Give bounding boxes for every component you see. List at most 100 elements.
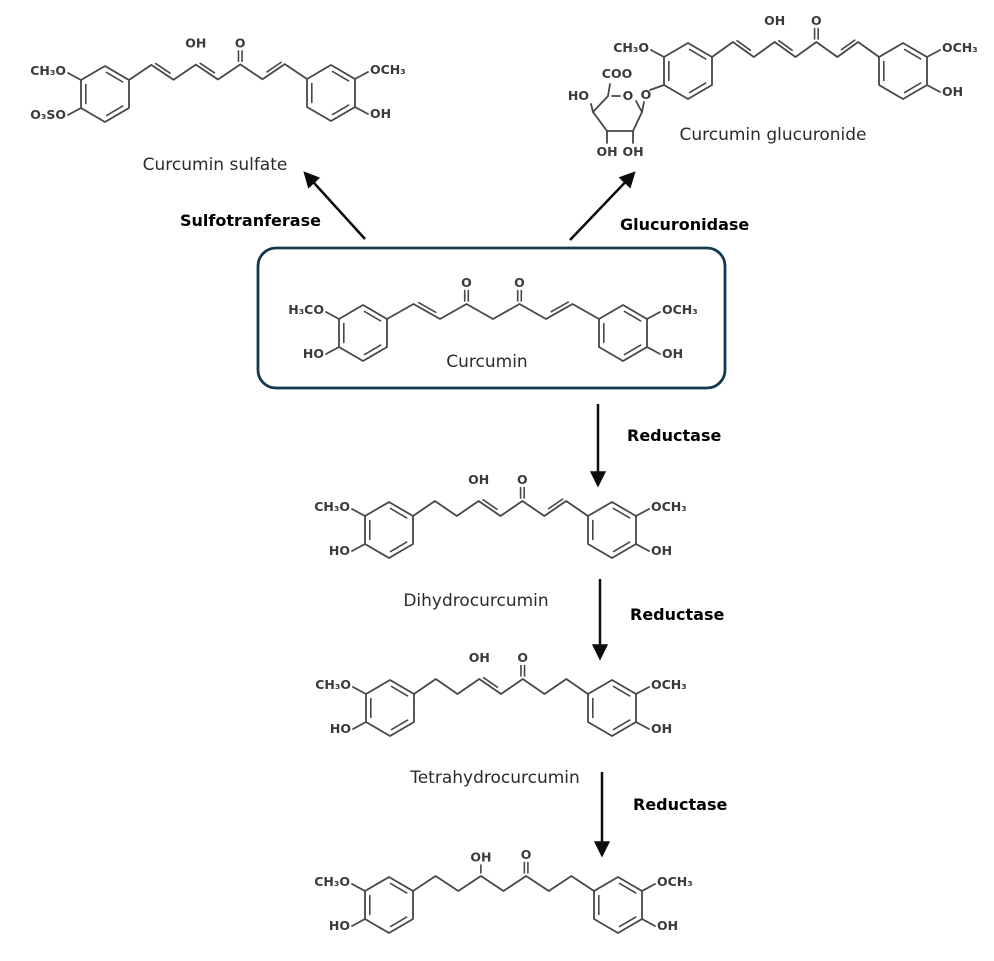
methoxy-right-label: OCH₃ (651, 677, 687, 692)
substituent-bond (635, 508, 650, 517)
chain-bonds (386, 303, 600, 320)
substituent-bond (635, 721, 650, 730)
double-bond-inner (363, 310, 382, 322)
double-bond-inner (903, 82, 922, 94)
benzene-ring (364, 501, 414, 559)
benzene-ring (306, 64, 356, 122)
double-bond-inner (623, 310, 642, 322)
substituent-bond (641, 883, 656, 892)
enol-oh-label: OH (764, 13, 785, 28)
double-bond-inner (389, 507, 408, 519)
benzene-ring (364, 876, 414, 934)
compound-name: Dihydrocurcumin (403, 591, 548, 611)
hydroxy-right-label: OH (942, 84, 963, 99)
arrow-reductase-2: Reductase (591, 579, 724, 661)
double-bond-inner (618, 916, 637, 928)
hydroxy-left-label: HO (330, 721, 351, 736)
compound-name: Curcumin (446, 352, 527, 372)
double-bond-inner (482, 498, 498, 511)
double-bond-inner (612, 685, 631, 697)
methoxy-left-label: CH₃O (30, 63, 66, 78)
double-bond-inner (154, 62, 171, 74)
methoxy-left-label: H₃CO (288, 302, 324, 317)
substituent-bond (351, 883, 366, 892)
chain-bonds (128, 63, 308, 81)
glycosidic-bond (641, 101, 645, 113)
ketone-o-label: O (461, 275, 472, 290)
substituent-bond (351, 918, 366, 927)
enzyme-label: Glucuronidase (620, 215, 749, 234)
arrow-sulfotransferase: Sulfotranferase (180, 171, 366, 240)
benzene-ring (587, 679, 637, 737)
double-bond-inner (840, 39, 856, 51)
glycosidic-o-label: O (641, 87, 652, 102)
arrow-reductase-1: Reductase (589, 404, 721, 488)
compound-name: Curcumin glucuronide (679, 125, 866, 145)
chain-bonds (711, 41, 880, 58)
double-bond-inner (266, 61, 282, 73)
substituent-bond (325, 346, 340, 355)
substituent-bond (352, 721, 367, 730)
substituent-bond (351, 508, 366, 517)
methoxy-right-label: OCH₃ (657, 874, 693, 889)
double-bond-inner (777, 39, 793, 52)
benzene-ring (338, 304, 388, 362)
compound-name: Curcumin sulfate (143, 155, 288, 175)
double-bond-inner (331, 104, 350, 116)
ketone-o-label: O (235, 35, 246, 50)
double-bond-inner (482, 676, 499, 689)
double-bond-inner (331, 70, 350, 82)
double-bond-inner (623, 344, 642, 356)
double-bond-inner (688, 82, 707, 94)
compound-name: Tetrahydrocurcumin (409, 768, 580, 788)
sugar-ring-o-label: O (623, 88, 634, 103)
methoxy-left-label: CH₃O (315, 677, 351, 692)
benzene-ring (80, 65, 130, 123)
benzene-ring (587, 501, 637, 559)
ketone-o-label: O (514, 275, 525, 290)
sugar-bond (592, 95, 609, 113)
ketone-o-label: O (811, 13, 822, 28)
substituent-bond (650, 49, 665, 58)
enzyme-label: Reductase (630, 605, 724, 624)
glycosidic-bond (649, 84, 665, 91)
hydroxy-right-label: OH (651, 543, 672, 558)
double-bond-inner (547, 498, 564, 510)
ketone-o-label: O (517, 650, 528, 665)
methoxy-right-label: OCH₃ (942, 40, 978, 55)
methoxy-right-label: OCH₃ (370, 62, 406, 77)
hydroxy-right-label: OH (662, 346, 683, 361)
ketone-o-label: O (521, 847, 532, 862)
enzyme-label: Reductase (627, 426, 721, 445)
substituent-bond (926, 49, 941, 58)
hydroxy-right-label: OH (657, 918, 678, 933)
double-bond-inner (363, 344, 382, 356)
substituent-bond (926, 84, 941, 93)
benzene-ring (663, 42, 713, 100)
enol-oh-label: OH (468, 472, 489, 487)
structure-curcumin: O O H₃CO HO OCH₃ OH Curcumin (288, 275, 698, 372)
double-bond-inner (390, 719, 409, 731)
substituent-bond (325, 311, 340, 320)
reaction-arrow (303, 171, 366, 240)
enol-oh-label: OH (469, 650, 490, 665)
sugar-bond (590, 103, 594, 113)
hydroxy-left-label: HO (303, 346, 324, 361)
substituent-bond (67, 107, 82, 116)
hydroxy-left-label: HO (329, 543, 350, 558)
chain-bonds (412, 875, 595, 892)
reaction-arrow (569, 171, 636, 241)
sugar-oh-label: OH (622, 144, 643, 159)
double-bond-inner (417, 301, 437, 314)
hydroxy-left-label: HO (329, 918, 350, 933)
double-bond-inner (105, 105, 124, 117)
substituent-bond (354, 106, 369, 115)
double-bond-inner (105, 71, 124, 83)
methoxy-right-label: OCH₃ (662, 302, 698, 317)
methoxy-left-label: CH₃O (613, 40, 649, 55)
sugar-oh-label: OH (596, 144, 617, 159)
